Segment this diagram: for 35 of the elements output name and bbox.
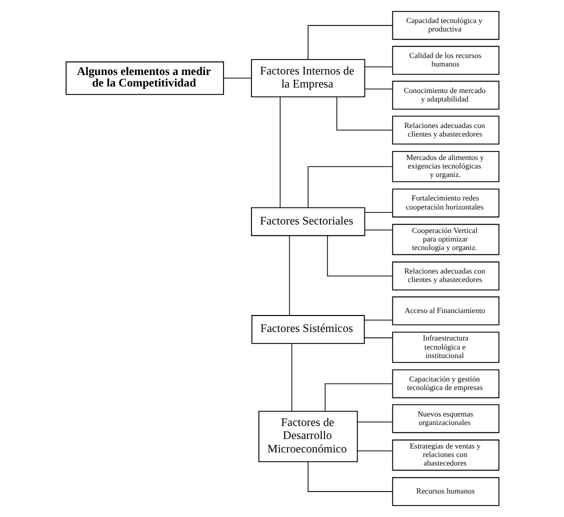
- node-box: Factores Sectoriales: [250, 207, 365, 236]
- connector: [364, 320, 392, 321]
- connector: [336, 96, 392, 131]
- connector: [326, 235, 392, 276]
- node-box: Estrategias de ventas y relaciones con abastecedores: [392, 440, 499, 471]
- connector: [324, 383, 392, 412]
- node-box: Recursos humanos: [392, 477, 499, 506]
- connector: [364, 66, 392, 68]
- node-box: Fortalecimiento redes cooperación horizontales: [392, 188, 499, 218]
- node-box: Cooperación Vertical para optimizar tecnología y organiz.: [392, 224, 499, 256]
- node-box: Capacitación y gestión tecnológica de empresas: [392, 369, 499, 398]
- node-box: Mercados de alimentos y exigencias tecnológicas y organiz.: [392, 151, 499, 182]
- connector: [222, 78, 252, 79]
- connector: [290, 343, 292, 412]
- node-box: Factores de Desarrollo Microeconómico: [258, 410, 358, 462]
- connector: [364, 337, 392, 338]
- connector: [307, 25, 392, 60]
- connector: [356, 450, 392, 452]
- node-box: Relaciones adecuadas con clientes y abastecedores: [392, 116, 499, 145]
- node-box: Acceso al Financiamiento: [392, 296, 499, 326]
- node-box: Algunos elementos a medir de la Competitividad: [65, 61, 224, 95]
- node-box: Nuevos esquemas organizacionales: [392, 404, 499, 434]
- connector: [279, 96, 280, 208]
- node-box: Factores Sistémicos: [250, 315, 364, 344]
- connector: [364, 212, 392, 213]
- connector: [364, 88, 392, 90]
- node-box: Calidad de los recursos humanos: [392, 46, 499, 75]
- node-box: Conocimiento de mercado y adaptabilidad: [392, 80, 499, 110]
- node-box: Capacidad tecnológica y productiva: [392, 11, 499, 40]
- connector: [307, 166, 392, 208]
- node-box: Factores Internos de la Empresa: [250, 59, 365, 98]
- node-box: Relaciones adecuadas con clientes y abastecedores: [392, 262, 499, 290]
- connector: [288, 235, 290, 316]
- node-box: Infraestructura tecnológica e institucional: [392, 332, 499, 363]
- connector: [307, 461, 392, 492]
